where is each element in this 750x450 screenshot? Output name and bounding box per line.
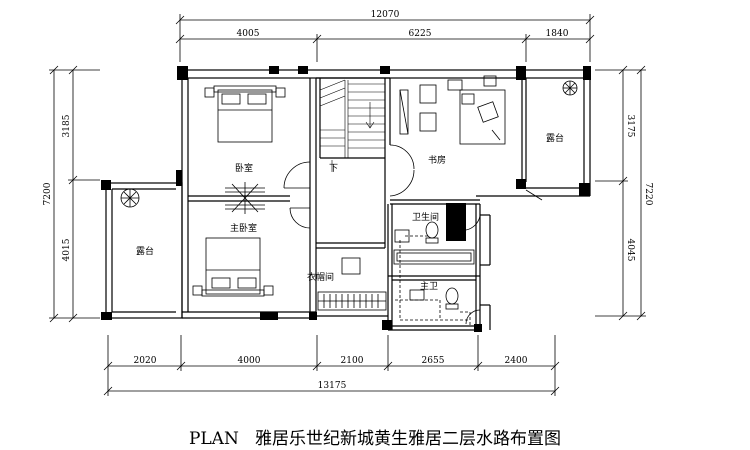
bedroom-bed bbox=[204, 85, 286, 143]
dim-bottom-seg-4: 2655 bbox=[422, 356, 445, 366]
title-name: 雅居乐世纪新城黄生雅居二层水路布置图 bbox=[255, 429, 562, 449]
label-master-bath: 主卫 bbox=[420, 280, 438, 292]
dim-bottom-total: 13175 bbox=[318, 381, 347, 391]
label-study: 书房 bbox=[428, 154, 446, 166]
label-balcony-left: 露台 bbox=[136, 245, 154, 257]
dim-right-seg-2: 4045 bbox=[625, 239, 635, 262]
dim-left-seg-1: 3185 bbox=[62, 114, 72, 137]
study-furniture bbox=[399, 75, 506, 145]
dim-top-seg-2: 6225 bbox=[409, 29, 432, 39]
label-bathroom: 卫生间 bbox=[412, 211, 439, 223]
columns bbox=[101, 66, 591, 332]
bathroom-fixtures bbox=[393, 221, 475, 310]
dim-bottom-seg-3: 2100 bbox=[341, 356, 364, 366]
drawing-title: PLAN 雅居乐世纪新城黄生雅居二层水路布置图 bbox=[0, 424, 750, 449]
bottom-dimension-lines bbox=[103, 335, 560, 396]
left-dimension-lines bbox=[49, 65, 100, 323]
dim-bottom-seg-5: 2400 bbox=[505, 356, 528, 366]
right-dimension-lines bbox=[595, 65, 646, 321]
dim-left-seg-2: 4015 bbox=[62, 238, 72, 261]
dim-top-seg-1: 4005 bbox=[237, 29, 260, 39]
label-stair-down: 下 bbox=[329, 164, 338, 174]
dim-top-seg-3: 1840 bbox=[546, 29, 569, 39]
dim-top-total: 12070 bbox=[371, 10, 400, 20]
dim-right-total: 7220 bbox=[643, 183, 653, 206]
dim-bottom-seg-1: 2020 bbox=[134, 356, 157, 366]
label-closet: 衣帽间 bbox=[307, 271, 334, 283]
title-prefix: PLAN bbox=[188, 429, 239, 449]
dim-right-seg-1: 3175 bbox=[625, 115, 635, 138]
dim-bottom-seg-2: 4000 bbox=[238, 356, 261, 366]
master-bed bbox=[192, 237, 274, 297]
dim-left-total: 7200 bbox=[43, 182, 53, 205]
label-bedroom: 卧室 bbox=[235, 162, 253, 174]
closet-wardrobe bbox=[317, 257, 387, 311]
label-balcony-right: 露台 bbox=[546, 132, 564, 144]
potted-plant-icons bbox=[120, 80, 578, 208]
label-master-bedroom: 主卧室 bbox=[230, 222, 257, 234]
water-pipe-routes bbox=[395, 235, 471, 325]
staircase bbox=[319, 79, 385, 172]
top-dimension-lines bbox=[175, 14, 595, 62]
doors bbox=[283, 144, 543, 325]
ceiling-light-fixture bbox=[225, 182, 265, 214]
